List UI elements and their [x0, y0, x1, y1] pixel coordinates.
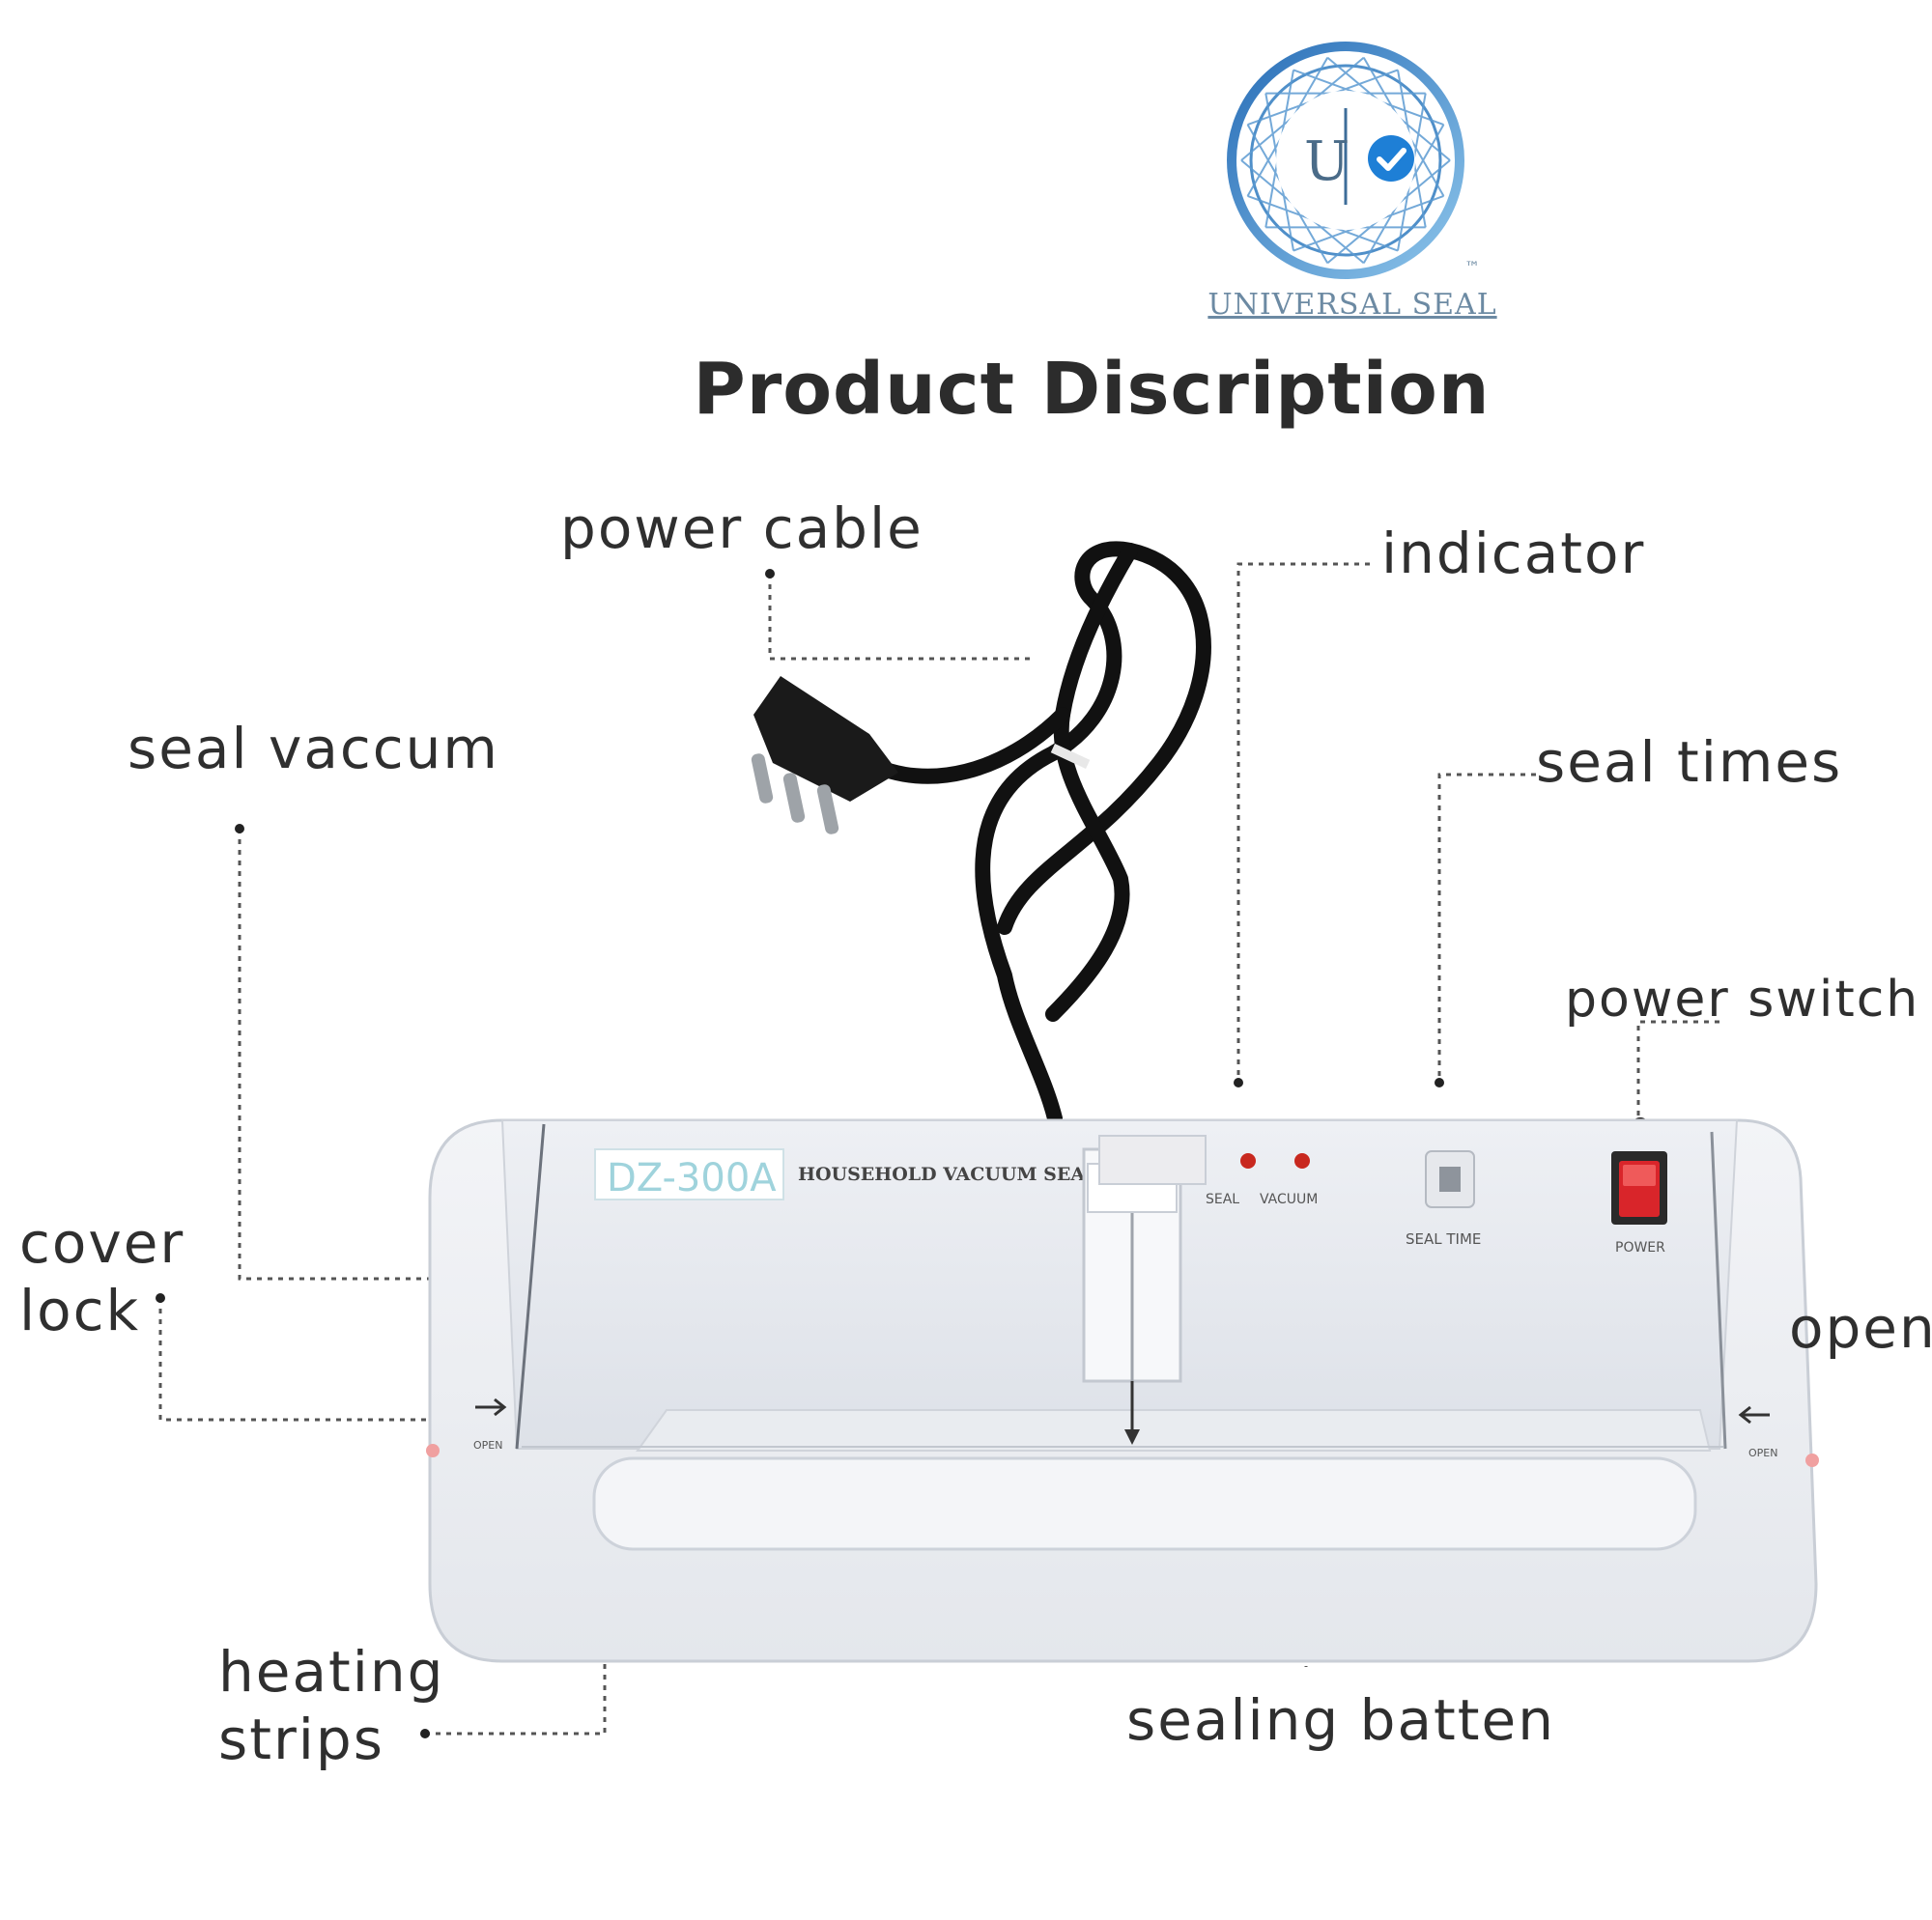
leader-seal-times [1437, 773, 1536, 1082]
right-open-label: OPEN [1748, 1447, 1777, 1459]
model-number: DZ-300A [607, 1156, 777, 1200]
right-open-arrow-icon [1738, 1405, 1770, 1425]
vacuum-sealer: DZ-300A HOUSEHOLD VACUUM SEALER SEAL VAC… [426, 1118, 1819, 1663]
check-badge-icon [1368, 135, 1414, 182]
brand-monogram: U [1304, 130, 1350, 193]
leader-indicator [1236, 562, 1370, 1082]
heating-strip-channel [636, 1409, 1712, 1452]
sealing-batten [592, 1456, 1697, 1551]
brand-name: UNIVERSAL SEAL [1208, 288, 1497, 322]
power-cable [862, 541, 1211, 1126]
left-open-arrow-icon [475, 1398, 507, 1417]
label-heating-strips: heating strips [218, 1639, 445, 1772]
panel-seal-label: SEAL [1206, 1192, 1239, 1207]
label-indicator: indicator [1381, 521, 1646, 586]
label-power-switch: power switch [1565, 971, 1920, 1029]
label-seal-times: seal times [1536, 729, 1843, 795]
power-plug [751, 676, 1091, 834]
check-mark-icon [1377, 148, 1406, 171]
leader-cover-lock [158, 1298, 433, 1422]
leader-power-cable [768, 574, 1034, 661]
label-seal-vaccum: seal vaccum [128, 716, 499, 781]
trademark-symbol: ™ [1464, 258, 1480, 276]
page-title: Product Discription [693, 348, 1491, 431]
vacuum-indicator-light [1294, 1153, 1310, 1169]
right-latch-button[interactable] [1805, 1454, 1819, 1467]
seal-indicator-light [1240, 1153, 1256, 1169]
model-caption: HOUSEHOLD VACUUM SEALER [798, 1164, 1127, 1185]
label-cover-lock: cover lock [19, 1210, 185, 1343]
left-open-label: OPEN [473, 1439, 502, 1452]
label-open: open [1789, 1295, 1932, 1361]
panel-seal-time-label: SEAL TIME [1406, 1230, 1481, 1248]
brand-logo: U ™ [1227, 42, 1480, 279]
label-sealing-batten: sealing batten [1126, 1687, 1555, 1753]
label-power-cable: power cable [560, 495, 923, 561]
panel-vacuum-label: VACUUM [1260, 1192, 1318, 1207]
panel-power-label: POWER [1615, 1240, 1665, 1256]
leader-power-switch [1636, 1020, 1719, 1125]
left-latch-button[interactable] [426, 1444, 440, 1457]
leader-heating-strips [425, 1650, 607, 1736]
